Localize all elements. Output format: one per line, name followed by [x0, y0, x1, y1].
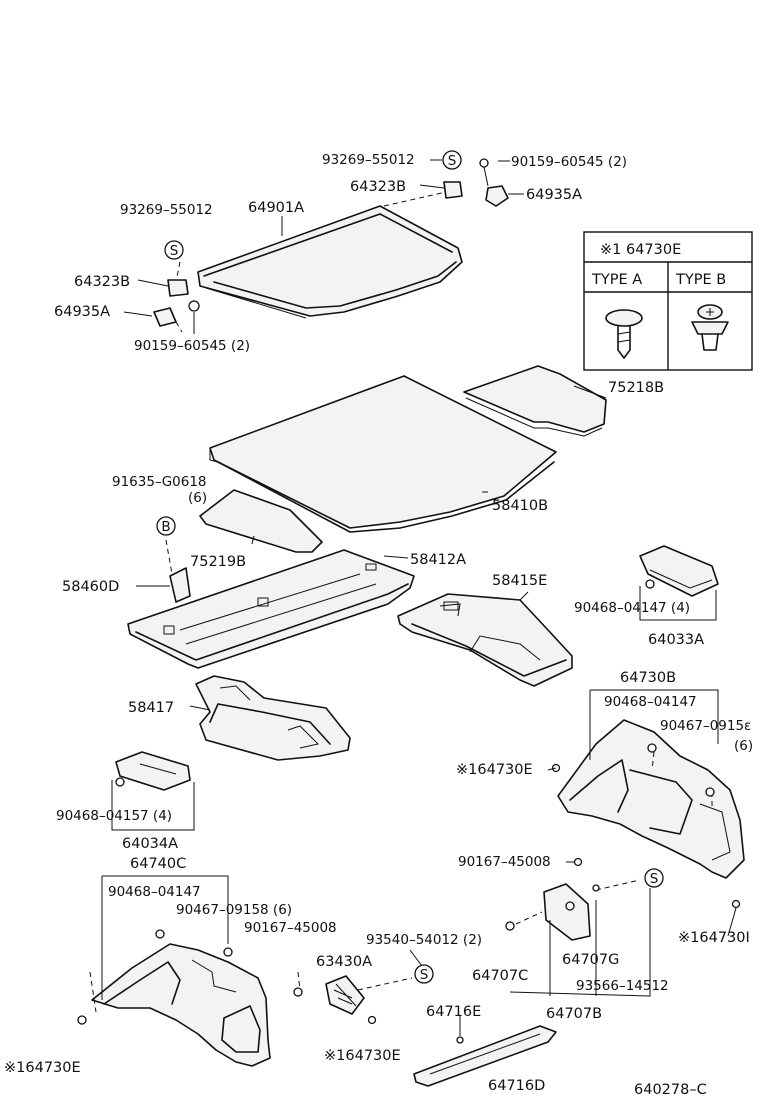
legend-title: ※1 64730E — [600, 242, 681, 258]
part-label: 64740C — [130, 856, 186, 872]
legend-col-type-a: TYPE A — [591, 272, 642, 288]
s-marker-bottom: S — [414, 964, 434, 984]
part-label: 64730B — [620, 670, 676, 686]
part-label: 64033A — [648, 632, 704, 648]
lid-64707b — [515, 879, 641, 941]
deck-board-58410b — [209, 375, 557, 533]
part-label: 64707G — [562, 952, 619, 968]
fasteners — [77, 743, 741, 1025]
part-label: 64034A — [122, 836, 178, 852]
mat-75219b — [199, 489, 323, 553]
s-symbol: S — [420, 967, 429, 983]
part-label: 93540–54012 (2) — [366, 932, 482, 948]
part-label: 58417 — [128, 700, 174, 716]
part-label: 64935A — [54, 304, 110, 320]
part-label: 93269–55012 — [322, 152, 415, 168]
part-label: 90468–04157 (4) — [56, 808, 172, 824]
part-label: 90467–09158 (6) — [176, 902, 292, 918]
part-label: ※164730E — [4, 1060, 81, 1076]
part-label: 90167–45008 — [458, 854, 551, 870]
part-label: 58460D — [62, 579, 119, 595]
bracket-58460d — [165, 539, 191, 603]
part-label: 64901A — [248, 200, 304, 216]
s-symbol: S — [448, 153, 457, 169]
part-label: 64716E — [426, 1004, 481, 1020]
part-label: 93566–14512 — [576, 978, 669, 994]
legend-col-type-b: TYPE B — [675, 272, 726, 288]
b-marker: B — [156, 516, 176, 536]
part-label: 93269–55012 — [120, 202, 213, 218]
part-label: 90167–45008 — [244, 920, 337, 936]
part-label: 64707C — [472, 968, 528, 984]
b-symbol: B — [161, 519, 170, 535]
part-label: 64323B — [74, 274, 130, 290]
s-symbol: S — [650, 871, 659, 887]
part-label: 64935A — [526, 187, 582, 203]
part-label: ※164730E — [456, 762, 533, 778]
part-label: 64716D — [488, 1078, 545, 1094]
part-label: 90159–60545 (2) — [134, 338, 250, 354]
part-label: 90468–04147 — [604, 694, 697, 710]
part-label: 90468–04147 (4) — [574, 600, 690, 616]
diagram-code: 640278–C — [634, 1082, 707, 1098]
part-label: 90467–0915ε — [660, 718, 751, 734]
part-label: 75218B — [608, 380, 664, 396]
part-label: ※164730I — [678, 930, 750, 946]
s-symbol: S — [170, 243, 179, 259]
part-label: (6) — [188, 490, 207, 506]
clip-type-b-icon — [691, 304, 729, 351]
side-trim-64730b — [557, 719, 745, 879]
tray-58415e — [397, 593, 573, 687]
s-marker-top: S — [442, 150, 462, 170]
part-label: 75219B — [190, 554, 246, 570]
s-marker-right: S — [644, 868, 664, 888]
part-label: 64323B — [350, 179, 406, 195]
mat-75218b — [463, 365, 607, 437]
tray-58417 — [195, 675, 351, 761]
part-label: ※164730E — [324, 1048, 401, 1064]
legend-table-64730e — [583, 231, 753, 371]
part-label: 58412A — [410, 552, 466, 568]
clip-type-a-icon — [605, 309, 643, 359]
floor-panel-58412a — [127, 549, 415, 669]
leader-lines — [101, 159, 737, 1036]
top-clips — [153, 158, 509, 333]
part-label: (6) — [734, 738, 753, 754]
part-label: 90468–04147 — [108, 884, 201, 900]
part-label: 90159–60545 (2) — [511, 154, 627, 170]
part-label: 91635–G0618 — [112, 474, 207, 490]
part-label: 64707B — [546, 1006, 602, 1022]
side-trim-64740c — [89, 943, 301, 1067]
cover-63430a — [325, 975, 413, 1015]
box-64033a — [639, 545, 719, 597]
part-label: 58410B — [492, 498, 548, 514]
s-marker-left: S — [164, 240, 184, 260]
part-label: 63430A — [316, 954, 372, 970]
part-label: 58415E — [492, 573, 547, 589]
box-64034a — [115, 751, 191, 791]
rail-64716d — [413, 1025, 557, 1087]
tonneau-cover-64901a — [197, 205, 463, 319]
